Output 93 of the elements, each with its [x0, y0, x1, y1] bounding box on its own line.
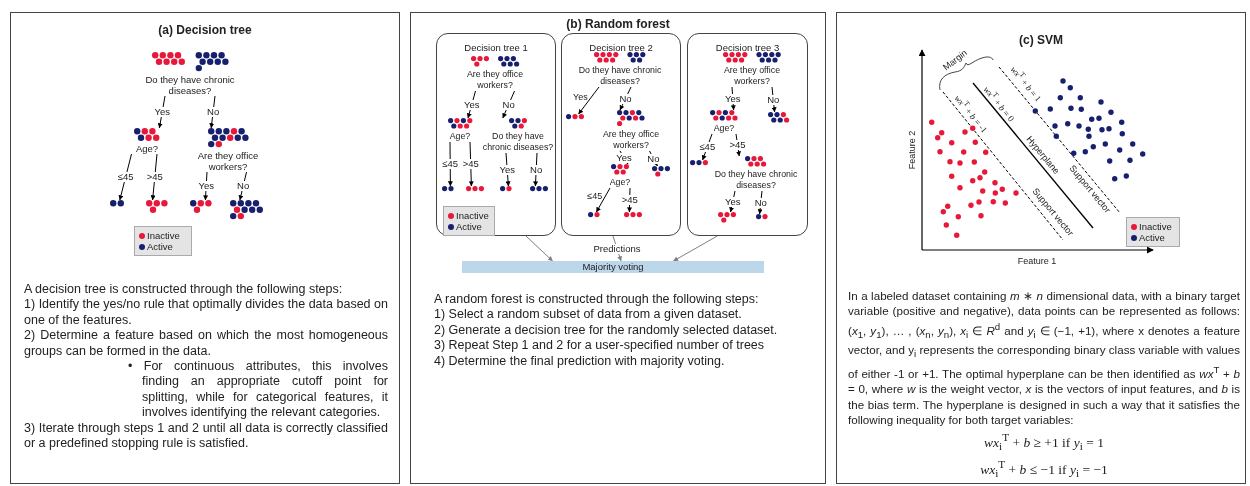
tree-card [561, 33, 681, 236]
question-text: Are they office workers? [722, 65, 782, 87]
arrow [578, 86, 600, 115]
arrow [118, 153, 132, 201]
legend-label: Inactive [1139, 221, 1172, 232]
edge-label: ≤45 [697, 142, 718, 152]
edge-label: >45 [144, 172, 165, 182]
question-text: Do they have chronic diseases? [144, 74, 236, 96]
edge-label: No [617, 93, 634, 104]
axis-title: Feature 2 [907, 130, 917, 170]
tree-title: Decision tree 2 [588, 42, 654, 53]
legend-label: Active [456, 221, 482, 232]
paragraph: 2) Determine a feature based on which the most homogeneous groups can be formed in the data. [24, 328, 388, 360]
dot-cluster [652, 166, 670, 177]
arrow [672, 235, 718, 262]
arrow [525, 235, 554, 262]
question-text: Do they have chronic diseases? [481, 131, 555, 153]
edge-label: Yes [723, 93, 743, 104]
bullet-item: • For continuous attributes, this involves finding an appropriate cutoff point for splitting, while for categorical features, it involves identifying the relevant categories. [127, 359, 388, 421]
panel-title: (c) SVM [1018, 33, 1064, 47]
dot-cluster [768, 112, 790, 123]
tree-title: Decision tree 1 [463, 42, 529, 53]
panel [410, 12, 826, 484]
list-item: 2) Generate a decision tree for the randomly selected dataset. [434, 322, 779, 339]
paragraph: 1) Identify the yes/no rule that optimally divides the data based on one of the features. [24, 297, 388, 329]
dot-cluster [756, 214, 768, 220]
voting-bar: Majority voting [462, 261, 764, 273]
edge-label: ≤45 [440, 159, 461, 169]
arrow [595, 187, 611, 213]
edge-label: No [752, 197, 769, 208]
edge-label: >45 [619, 195, 640, 205]
edge-label: No [528, 164, 545, 175]
dot-cluster [690, 160, 708, 166]
list-item: 1) Select a random subset of data from a given dataset. [434, 307, 743, 323]
dot-cluster [230, 200, 263, 220]
edge-label: >45 [727, 140, 748, 150]
dot-cluster [466, 186, 484, 192]
paragraph: A random forest is constructed through the following steps: [434, 292, 760, 308]
edge-label: No [205, 107, 222, 117]
question-text: Do they have chronic diseases? [578, 65, 662, 87]
edge-label: Yes [723, 196, 743, 207]
edge-label: >45 [460, 159, 481, 169]
edge-label: Predictions [591, 243, 643, 254]
dot-cluster [190, 200, 212, 213]
question-text: Age? [448, 131, 472, 142]
list-item: 4) Determine the final prediction with majority voting. [434, 353, 726, 370]
dot-cluster [110, 200, 124, 207]
edge-label: No [765, 94, 782, 105]
tree-title: Decision tree 3 [714, 42, 781, 53]
paragraph: 3) Iterate through steps 1 and 2 until all data is correctly classified or a predefined stopping rule is satisfied. [24, 420, 388, 452]
question-text: Are they office workers? [196, 150, 260, 172]
question-text: Age? [608, 177, 632, 188]
edge-label: ≤45 [587, 191, 603, 201]
axis-title: Feature 1 [1017, 256, 1057, 266]
dot-cluster [588, 212, 600, 218]
paragraph: A decision tree is constructed through the following steps: [24, 282, 344, 298]
equation: wx$_{i}$$^{T}$ + b ≥ +1 if y$_{i}$ = 1 [983, 429, 1105, 454]
panel [10, 12, 400, 484]
question-text: Are they office workers? [465, 69, 525, 91]
edge-label: No [235, 181, 252, 191]
edge-label: ≤45 [115, 172, 136, 182]
dot-cluster [442, 186, 454, 192]
edge-label: Yes [497, 164, 517, 175]
edge-label: Yes [573, 91, 588, 102]
equation: wx$_{i}$$^{T}$ + b ≤ −1 if y$_{i}$ = −1 [979, 456, 1109, 481]
dot-cluster [500, 186, 512, 192]
question-text: Do they have chronic diseases? [714, 169, 798, 191]
legend-label: Inactive [147, 230, 180, 241]
panel-title: (a) Decision tree [157, 23, 253, 37]
edge-label: No [645, 153, 662, 164]
tree-card [687, 33, 808, 236]
edge-label: No [500, 99, 517, 110]
arrow [505, 152, 511, 187]
question-text: Age? [712, 123, 736, 134]
panel [836, 12, 1246, 484]
arrow [619, 86, 632, 111]
legend-label: Inactive [456, 210, 489, 221]
edge-label: Yes [152, 107, 172, 117]
question-text: Age? [134, 143, 160, 154]
dot-cluster [566, 114, 584, 120]
dot-cluster [530, 186, 548, 192]
question-text: Are they office workers? [601, 129, 661, 151]
edge-label: Yes [196, 181, 216, 191]
list-item: 3) Repeat Step 1 and 2 for a user-specified number of trees [434, 338, 766, 354]
legend-label: Active [147, 241, 173, 252]
dot-cluster [718, 212, 736, 223]
panel-title: (b) Random forest [565, 17, 671, 31]
edge-label: Yes [462, 99, 482, 110]
legend-label: Active [1139, 232, 1165, 243]
dot-cluster [624, 212, 642, 218]
edge-label: Yes [614, 152, 634, 163]
paragraph: In a labeled dataset containing m ∗ n dimensional data, with a binary target variable (positive and negative), data points can be represented as follows: (x$_{1}$, y$_{1}$), … , (x$_{n}$, y$_{n}$), x$_{i}$ ∈ R$^{d}$ and y$_{i}$ ∈ (−1, +1), where x denotes a feature vector, and y$_{i}$ represents the corresponding binary class variable with values of either -1 or +1. The optimal hyperplane can be then identified as wx$^{T}$ + b = 0, where w is the weight vector, x is the vectors of input features, and b is the bias term. The hyperplane is designed in such a way that it satisfies the following inequality for both target variables: [848, 288, 1240, 428]
dot-cluster [146, 200, 168, 213]
